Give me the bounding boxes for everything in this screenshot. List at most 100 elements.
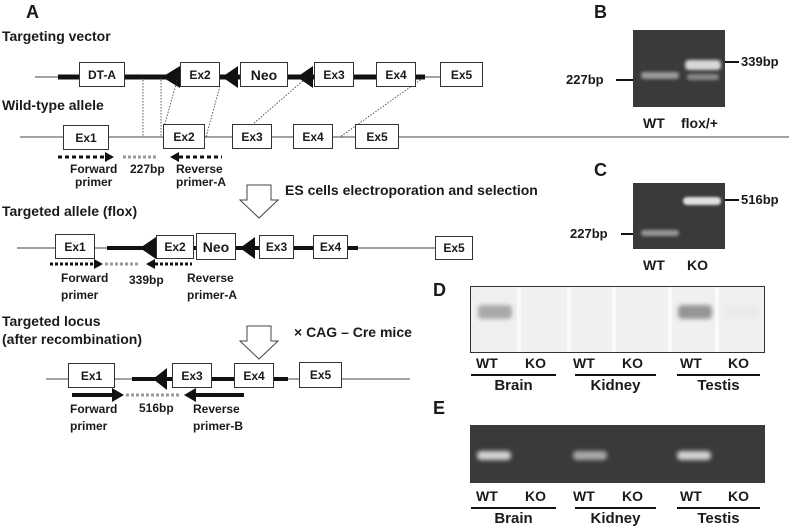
tissue-label-kidney: Kidney [590, 510, 641, 527]
targeted-allele-title: Targeted allele (flox) [2, 203, 138, 219]
lane-label-wt: WT [643, 257, 665, 273]
exon-2-box: Ex2 [180, 62, 220, 87]
exon-1-box: Ex1 [68, 363, 115, 388]
panel-label-a: A [26, 2, 39, 22]
exon-2-box: Ex2 [163, 124, 205, 149]
down-arrow-icon [238, 184, 280, 219]
marker-label-339bp: 339bp [741, 54, 779, 69]
gel-b [633, 30, 725, 107]
tissue-label-testis: Testis [697, 510, 740, 527]
exon-3-box: Ex3 [259, 235, 294, 259]
lane-divider [567, 287, 571, 352]
gel-band [641, 72, 679, 79]
gel-band [573, 451, 607, 460]
exon-3-box: Ex3 [232, 124, 272, 149]
forward-primer-arrow-icon [112, 388, 124, 402]
panel-label-d: D [433, 280, 446, 300]
exon-5-box: Ex5 [435, 236, 473, 260]
homology-lines [142, 76, 424, 138]
tissue-group-line [575, 507, 656, 509]
lane-label-ko: KO [525, 355, 546, 371]
flox-forward-primer-label: Forward primer [61, 271, 109, 302]
down-arrow-icon [238, 325, 280, 360]
marker-tick [725, 61, 739, 63]
marker-tick [621, 233, 633, 235]
frt-site-icon [240, 237, 255, 259]
lane-divider [668, 287, 672, 352]
gel-band [683, 197, 721, 205]
lane-divider [612, 287, 616, 352]
loxp-site-icon [162, 66, 180, 88]
loxp-site-icon [222, 66, 238, 88]
gel-band [477, 451, 511, 460]
reverse-primer-arrow-icon [146, 259, 155, 269]
panel-label-e: E [433, 398, 446, 418]
gel-band [724, 305, 758, 319]
gel-c [633, 183, 725, 249]
panel-label-b: B [594, 2, 607, 22]
lane-divider [715, 287, 719, 352]
reverse-primer-arrow-icon [184, 388, 196, 402]
exon-4-box: Ex4 [293, 124, 333, 149]
exon-1-box: Ex1 [55, 234, 95, 259]
recombined-primers [72, 388, 244, 402]
loxp-site-icon [140, 237, 156, 259]
exon-4-box: Ex4 [376, 62, 416, 87]
wt-reverse-primer-label: Reverse primer-A [176, 162, 227, 189]
es-cells-step-label: ES cells electroporation and selection [285, 182, 538, 198]
lane-label-ko: KO [728, 355, 749, 371]
dt-a-box: DT-A [79, 62, 125, 87]
targeting-vector-title: Targeting vector [2, 28, 111, 44]
lane-label-ko: KO [622, 355, 643, 371]
exon-2-box: Ex2 [156, 235, 194, 259]
frt-site-icon [297, 66, 313, 88]
marker-label-516bp: 516bp [741, 192, 779, 207]
lane-label-wt: WT [476, 488, 498, 504]
exon-5-box: Ex5 [440, 62, 483, 87]
flox-reverse-primer-label: Reverse primer-A [187, 271, 238, 302]
lane-label-ko: KO [622, 488, 643, 504]
exon-3-box: Ex3 [314, 62, 354, 87]
gel-band [687, 74, 719, 80]
tissue-label-brain: Brain [494, 377, 533, 394]
lane-label-wt: WT [573, 488, 595, 504]
tissue-group-line [677, 507, 760, 509]
gel-band [677, 451, 711, 460]
flox-primers [50, 259, 192, 269]
exon-1-box: Ex1 [63, 125, 109, 150]
flox-product-size: 339bp [129, 273, 164, 287]
lane-label-ko: KO [525, 488, 546, 504]
tissue-group-line [471, 507, 556, 509]
exon-5-box: Ex5 [299, 362, 342, 388]
gel-band [685, 60, 721, 70]
tissue-label-testis: Testis [697, 377, 740, 394]
tissue-label-kidney: Kidney [590, 377, 641, 394]
lane-label-flox: flox/+ [681, 115, 718, 131]
neo-box: Neo [196, 233, 236, 260]
marker-label-227bp: 227bp [566, 72, 604, 87]
western-blot-d [470, 286, 765, 353]
targeted-locus-title: Targeted locus (after recombination) [2, 313, 143, 347]
recombined-product-size: 516bp [139, 401, 174, 415]
exon-5-box: Ex5 [355, 124, 399, 149]
lane-label-wt: WT [643, 115, 665, 131]
reverse-primer-arrow-icon [170, 152, 179, 162]
tissue-label-brain: Brain [494, 510, 533, 527]
wild-type-allele-title: Wild-type allele [2, 97, 104, 113]
loxp-site-icon [153, 368, 167, 390]
wt-primers [58, 152, 222, 162]
marker-tick [725, 199, 739, 201]
wt-product-size: 227bp [130, 162, 165, 176]
forward-primer-arrow-icon [94, 259, 103, 269]
recombined-forward-primer-label: Forward primer [70, 402, 118, 433]
gel-band [478, 305, 512, 319]
exon-3-box: Ex3 [172, 363, 212, 388]
lane-label-ko: KO [687, 257, 708, 273]
neo-box: Neo [240, 62, 288, 87]
lane-label-wt: WT [680, 355, 702, 371]
tissue-group-line [575, 374, 656, 376]
lane-label-wt: WT [573, 355, 595, 371]
recombined-reverse-primer-label: Reverse primer-B [193, 402, 244, 433]
